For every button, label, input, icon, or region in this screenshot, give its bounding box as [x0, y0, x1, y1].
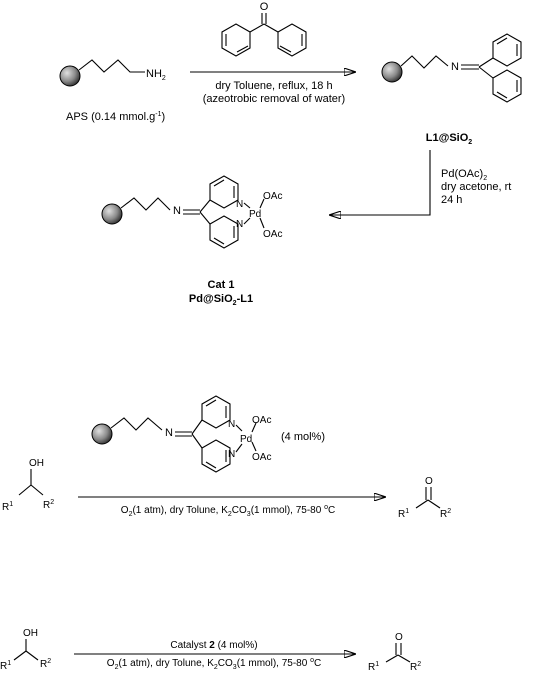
cat1-pd: Pd: [249, 209, 261, 220]
pyridine-ring-lower: [492, 69, 522, 103]
r3-p-r2: R2: [440, 508, 451, 520]
silica-bead-icon: [101, 203, 123, 225]
r3-r1: R1: [2, 501, 13, 513]
reaction4-alcohol: OH R1 R2: [0, 628, 51, 672]
r3-p-r1: R1: [398, 508, 409, 520]
pyridine-ring-right: [277, 23, 307, 57]
cat1-pyridine-upper: [209, 175, 239, 209]
cat1-imine-n: N: [173, 205, 181, 217]
propyl-chain: [78, 59, 145, 73]
propyl-chain: [120, 197, 171, 211]
r4-r2: R2: [40, 658, 51, 670]
cat1-label: Cat 1: [208, 279, 235, 291]
silica-bead-icon: [59, 65, 81, 87]
cat1-py-n2: N: [236, 219, 243, 230]
step1-reagent-line2: (azeotrobic removal of water): [203, 93, 345, 105]
r3-oh: OH: [29, 458, 44, 469]
cat1-oac1: OAc: [263, 191, 282, 202]
r4-p-r1: R1: [368, 661, 379, 673]
r3-pd: Pd: [240, 434, 252, 445]
l1-sio2-product: N L1@SiO2: [381, 33, 522, 146]
cat1-sublabel: Pd@SiO2-L1: [189, 293, 253, 307]
r3-pyridine-upper: [201, 395, 231, 429]
reaction3-catalyst: N N N Pd OAc OAc (4 mol%): [91, 395, 325, 473]
amine-label: NH2: [146, 68, 166, 82]
silica-bead-icon: [91, 423, 113, 445]
r3-imine-n: N: [165, 427, 173, 439]
r3-py-n1: N: [228, 419, 235, 430]
r4-p-r2: R2: [410, 661, 421, 673]
cat1-py-n1: N: [236, 199, 243, 210]
r4-r1: R1: [0, 660, 11, 672]
r4-o: O: [395, 632, 403, 643]
propyl-chain: [400, 55, 449, 69]
aps-label: APS (0.14 mmol.g-1): [66, 111, 165, 123]
reaction3-ketone: O R1 R2: [398, 476, 451, 520]
r3-pyridine-lower: [201, 439, 231, 473]
reaction4-catalyst: Catalyst 2 (4 mol%): [170, 640, 257, 651]
ketone-oxygen-label: O: [260, 1, 269, 13]
cat1-pyridine-lower: [209, 215, 239, 249]
cat1-oac2: OAc: [263, 229, 282, 240]
reaction3-alcohol: OH R1 R2: [2, 458, 54, 513]
reaction4-conditions: O2(1 atm), dry Tolune, K2CO3(1 mmol), 75…: [107, 657, 321, 671]
step2-reagent-line2: dry acetone, rt: [441, 181, 511, 193]
propyl-chain: [110, 417, 163, 431]
step2-arrow: [330, 150, 431, 215]
r4-oh: OH: [23, 628, 38, 639]
reaction3-conditions: O2(1 atm), dry Tolune, K2CO3(1 mmol), 75…: [121, 504, 335, 518]
cat1-structure: N N N Pd OAc OAc Cat 1 Pd@SiO2-L1: [101, 175, 282, 307]
r3-py-n2: N: [228, 449, 235, 460]
r3-loading: (4 mol%): [281, 431, 325, 443]
dipyridyl-ketone: O: [221, 1, 307, 57]
step2-reagent-line3: 24 h: [441, 194, 462, 206]
r3-r2: R2: [43, 499, 54, 511]
r3-o: O: [425, 476, 433, 487]
l1-sio2-label: L1@SiO2: [426, 132, 473, 146]
step2-reagent-line1: Pd(OAc)2: [441, 168, 487, 182]
pyridine-ring-upper: [492, 33, 522, 67]
r3-oac2: OAc: [252, 452, 271, 463]
aps-reactant: NH2 APS (0.14 mmol.g-1): [59, 59, 166, 123]
reaction4-ketone: O R1 R2: [368, 632, 421, 673]
pyridine-ring-left: [221, 23, 251, 57]
r3-oac1: OAc: [252, 415, 271, 426]
imine-nitrogen-label: N: [451, 61, 459, 73]
silica-bead-icon: [381, 61, 403, 83]
step1-reagent-line1: dry Toluene, reflux, 18 h: [215, 80, 332, 92]
